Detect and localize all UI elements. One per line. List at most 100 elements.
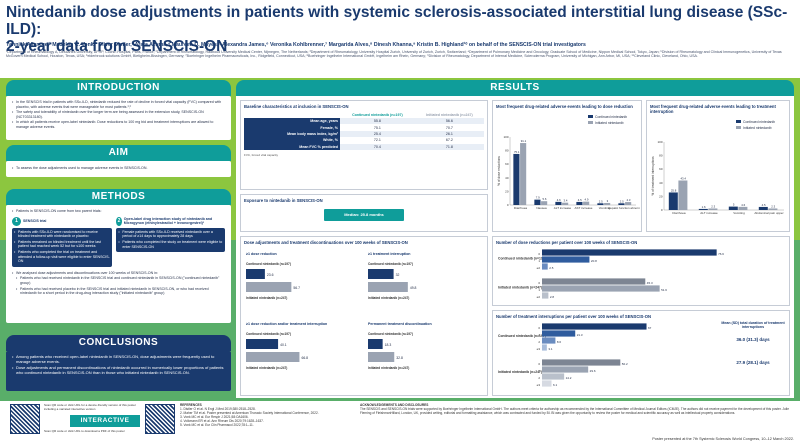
qr-right-caption: Scan QR code or click URL to download a … [44, 429, 125, 433]
bar [625, 202, 632, 205]
bar [542, 263, 548, 270]
bar [542, 323, 647, 330]
bar [246, 269, 265, 279]
y-tick-label: 20 [505, 189, 509, 193]
poster-title: Nintedanib dose adjustments in patients … [6, 4, 796, 55]
x-tick-label: Diarrhoea [514, 206, 528, 210]
duration-title: Mean (SD) total duration of treatment in… [721, 321, 785, 329]
dose-reductions-title: Number of dose reductions per patient ov… [496, 240, 638, 245]
category-label: 1 [538, 369, 540, 373]
y-tick-label: 60 [505, 162, 509, 166]
ae-reduction-box: Most frequent drug-related adverse event… [492, 100, 643, 232]
trial-1-number: 1 [12, 216, 21, 226]
legend-swatch [588, 121, 593, 124]
qr-code-pdf[interactable] [145, 404, 175, 434]
category-label: ≥3 [537, 383, 541, 387]
baseline-col-continued: Continued nintedanib (n=197) [352, 113, 403, 117]
data-label: 3.1 [548, 347, 553, 351]
bar [513, 153, 520, 205]
series-label: Continued nintedanib (n=197) [498, 257, 546, 261]
data-label: 76.6 [718, 252, 724, 256]
data-label: 23.6 [267, 273, 274, 277]
series-label: Continued nintedanib (n=197) [246, 332, 291, 336]
legend-label: Initiated nintedanib [595, 121, 624, 125]
data-label: 20.8 [591, 259, 597, 263]
bar [542, 359, 621, 366]
adjustments-box: Dose adjustments and treatment discontin… [240, 236, 488, 396]
ack-title: ACKNOWLEDGEMENTS AND DISCLOSURES [360, 403, 429, 407]
bar [246, 282, 292, 292]
data-label: 1.6 [702, 205, 706, 209]
trial-1-bullet: Patients with SSc-ILD were randomised to… [14, 230, 110, 239]
category-label: ≥2 [537, 266, 541, 270]
trial-1-title: SENSCIS trial [23, 218, 47, 223]
baseline-table: Continued nintedanib (n=197) Initiated n… [244, 112, 484, 150]
series-label: Initiated nintedanib (n=247) [246, 296, 287, 300]
bar [555, 201, 562, 205]
introduction-card: In the SENSCIS trial in patients with SS… [6, 96, 231, 140]
results-heading: RESULTS [236, 80, 794, 96]
data-label: 50.2 [622, 362, 628, 366]
bar [758, 206, 768, 210]
authors: Yannick Allanore,¹ Madelon C. Vonk,² Oli… [6, 42, 586, 48]
data-label: 32 [396, 273, 400, 277]
trial-1-box: Patients with SSc-ILD were randomised to… [12, 227, 113, 267]
dose-reductions-box: Number of dose reductions per patient ov… [492, 236, 790, 306]
data-label: 21.3 [577, 333, 583, 337]
qr-code-interactive[interactable] [10, 404, 40, 434]
y-tick-label: 60 [659, 167, 663, 171]
y-tick-label: 0 [661, 208, 663, 212]
x-tick-label: Hepatic function abnormal [608, 206, 640, 210]
y-tick-label: 100 [503, 135, 508, 139]
trial-1: 1 SENSCIS trial Patients with SSc-ILD we… [12, 216, 113, 267]
data-label: 67 [648, 326, 652, 330]
data-label: 3.4 [563, 199, 567, 203]
category-label: 0 [538, 281, 540, 285]
series-label: Continued nintedanib (n=197) [368, 332, 413, 336]
trial-1-bullet: Patients who completed the trial on trea… [14, 250, 110, 264]
bar [604, 202, 611, 205]
bar [678, 180, 688, 210]
data-label: 8.6 [557, 340, 562, 344]
bar [368, 269, 394, 279]
data-label: 6.1 [553, 383, 558, 387]
data-label: 66.8 [301, 356, 308, 360]
interactive-button[interactable]: INTERACTIVE [70, 415, 140, 427]
baseline-title: Baseline characteristics at inclusion in… [244, 104, 349, 109]
bar [542, 256, 590, 263]
reference-item: 5. Vonk MC et al. Eur Clin Pharmacol 202… [180, 423, 254, 427]
category-label: 0 [538, 362, 540, 366]
series-label: Initiated nintedanib (n=247) [498, 370, 542, 374]
data-label: 2.5 [620, 199, 624, 203]
bar [618, 203, 625, 205]
trial-2-number: 2 [116, 216, 122, 226]
duration-initiated: 27.9 (28.1) days [736, 360, 770, 365]
aim-heading: AIM [6, 145, 231, 161]
reference-item: 3. Vonk MC et al. Eur Respir J 2021;58:O… [180, 415, 249, 419]
bar [542, 330, 576, 337]
data-label: 14.2 [566, 376, 572, 380]
data-label: 25.8 [671, 188, 677, 192]
analysis-bullet: We analysed dose adjustments and discont… [12, 271, 225, 276]
legend-swatch [588, 115, 593, 118]
ae-interruption-box: Most frequent drug-related adverse event… [646, 100, 790, 232]
reference-item: 2. Maher TM et al. Poster presented at A… [180, 411, 319, 415]
bar [246, 352, 300, 362]
series-label: Continued nintedanib (n=197) [498, 334, 546, 338]
data-label: 3 [607, 199, 609, 203]
data-label: 5.6 [542, 197, 546, 201]
y-tick-label: 40 [505, 176, 509, 180]
category-label: ≥2 [537, 295, 541, 299]
panel-title: ≥1 dose reduction and/or treatment inter… [246, 322, 327, 326]
data-label: 75.1 [514, 150, 520, 154]
bar [541, 201, 548, 205]
qr-left-caption: Scan QR code or click URL for a device-f… [44, 403, 136, 411]
trial-2-title: Open-label drug interaction study of nin… [123, 216, 213, 226]
data-label: 91.1 [521, 139, 527, 143]
presented-note: Poster presented at the 7th Systemic Scl… [652, 437, 794, 441]
